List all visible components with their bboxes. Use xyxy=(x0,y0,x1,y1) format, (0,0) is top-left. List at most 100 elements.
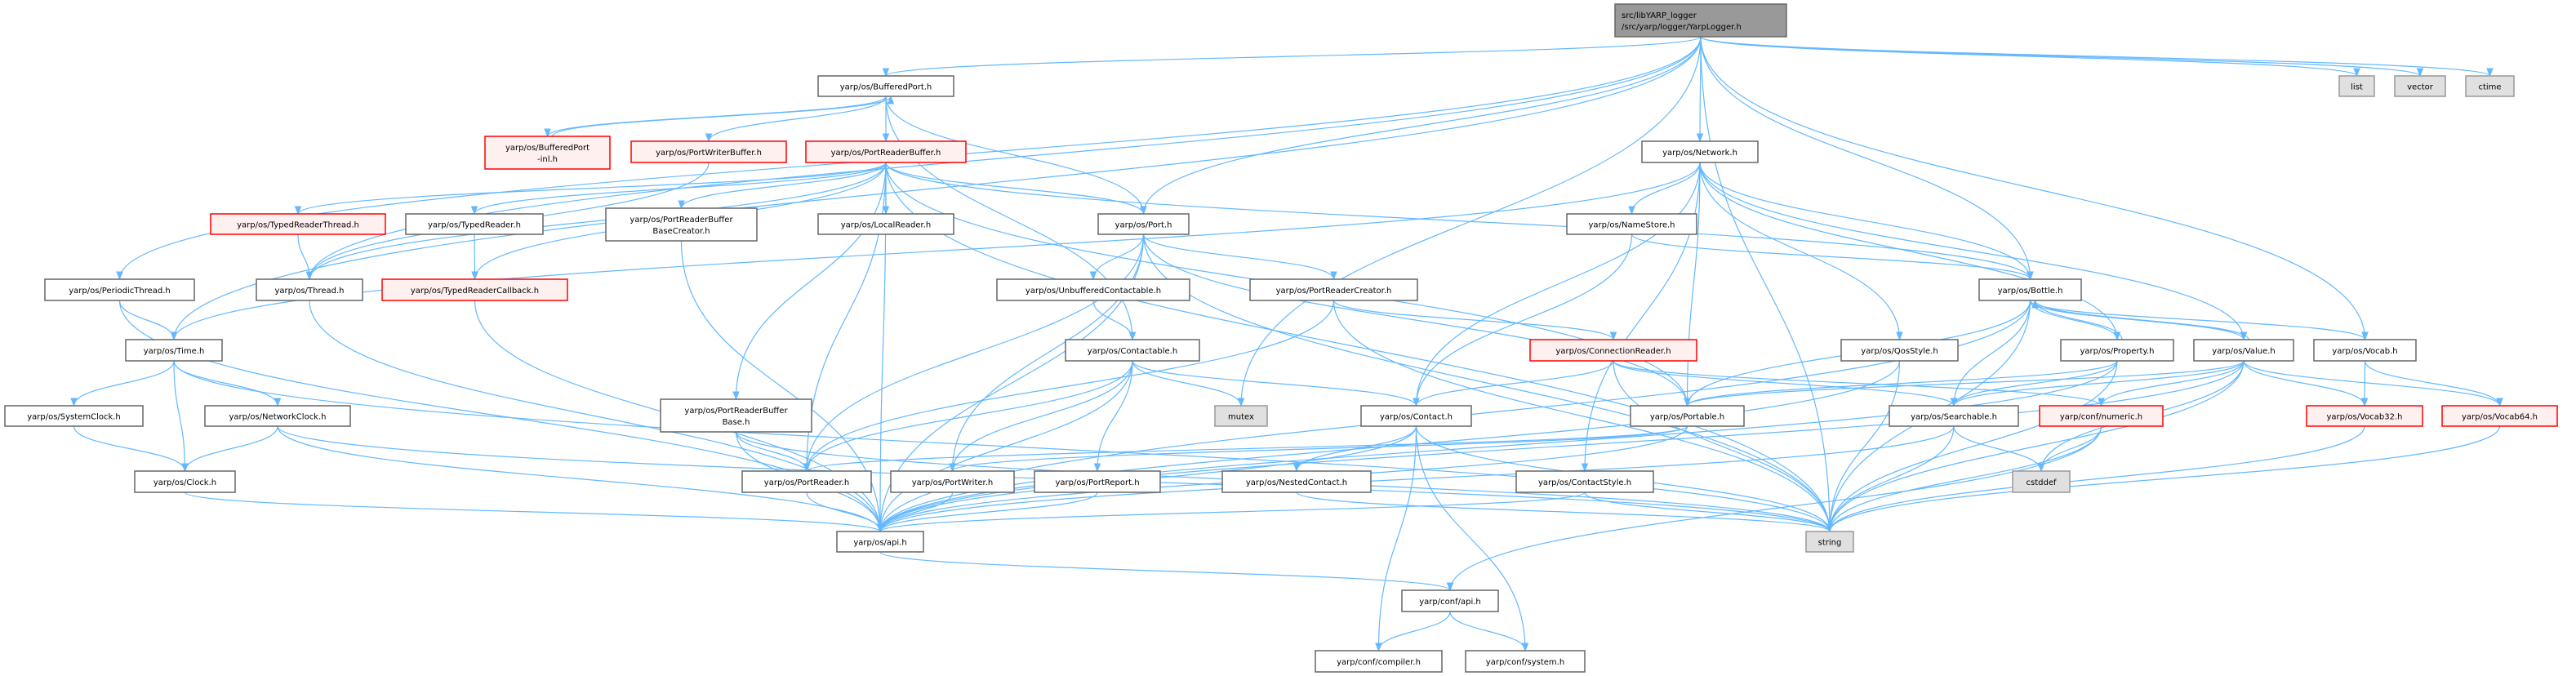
node-nestedcontact[interactable]: yarp/os/NestedContact.h xyxy=(1221,470,1372,493)
edge-namestore-to-bottle xyxy=(1631,233,2034,281)
node-portreaderbuffer[interactable]: yarp/os/PortReaderBuffer.h xyxy=(805,140,967,163)
node-label: list xyxy=(2351,83,2363,92)
node-property[interactable]: yarp/os/Property.h xyxy=(2060,339,2174,362)
node-vocab[interactable]: yarp/os/Vocab.h xyxy=(2313,339,2417,362)
edge-searchable-to-string xyxy=(1826,425,1955,533)
node-time[interactable]: yarp/os/Time.h xyxy=(125,339,223,362)
edge-portreaderbuffer-to-typedreader xyxy=(470,162,887,216)
node-networkclock[interactable]: yarp/os/NetworkClock.h xyxy=(204,405,351,427)
node-root[interactable]: src/libYARP_logger/src/yarp/logger/YarpL… xyxy=(1614,3,1787,38)
node-label: yarp/os/ContactStyle.h xyxy=(1538,478,1631,487)
node-box xyxy=(805,140,967,163)
node-box xyxy=(1360,405,1472,427)
edge-vocab64-to-string xyxy=(1826,425,2501,533)
node-box xyxy=(2394,75,2446,97)
node-connectionreader[interactable]: yarp/os/ConnectionReader.h xyxy=(1529,339,1697,362)
node-osapi[interactable]: yarp/os/api.h xyxy=(836,531,924,553)
node-bufferedport[interactable]: yarp/os/BufferedPort.h xyxy=(817,75,954,97)
node-vocab32[interactable]: yarp/os/Vocab32.h xyxy=(2306,405,2423,427)
node-box xyxy=(210,213,386,235)
node-bufferedportinl[interactable]: yarp/os/BufferedPort-inl.h xyxy=(484,136,611,170)
edge-portreaderbuffer-to-prbbase xyxy=(732,162,887,401)
node-label: yarp/os/UnbufferedContactable.h xyxy=(1026,287,1161,296)
node-mutex[interactable]: mutex xyxy=(1214,405,1268,427)
node-box xyxy=(2338,75,2375,97)
node-box xyxy=(381,278,568,301)
node-portable[interactable]: yarp/os/Portable.h xyxy=(1630,405,1745,427)
node-box xyxy=(2193,339,2294,362)
node-box xyxy=(1034,470,1161,493)
edge-port-to-portwriter xyxy=(949,233,1145,473)
node-confapi[interactable]: yarp/conf/api.h xyxy=(1401,589,1499,612)
edge-numeric-to-confapi xyxy=(1446,425,2102,592)
node-label: yarp/conf/numeric.h xyxy=(2060,413,2142,422)
node-namestore[interactable]: yarp/os/NameStore.h xyxy=(1566,213,1697,235)
node-localreader[interactable]: yarp/os/LocalReader.h xyxy=(817,213,954,235)
node-label: yarp/os/PortWriter.h xyxy=(912,478,994,487)
edge-value-to-osapi xyxy=(876,360,2245,533)
node-vocab64[interactable]: yarp/os/Vocab64.h xyxy=(2441,405,2558,427)
node-label: mutex xyxy=(1228,413,1254,422)
node-portwriterbuffer[interactable]: yarp/os/PortWriterBuffer.h xyxy=(630,140,787,163)
node-searchable[interactable]: yarp/os/Searchable.h xyxy=(1889,405,2019,427)
node-vector[interactable]: vector xyxy=(2394,75,2446,97)
node-box xyxy=(2306,405,2423,427)
node-system[interactable]: yarp/conf/system.h xyxy=(1465,650,1586,673)
edge-port-to-portreadercreator xyxy=(1142,233,1337,281)
node-label: yarp/os/Property.h xyxy=(2080,347,2155,356)
node-systemclock[interactable]: yarp/os/SystemClock.h xyxy=(4,405,144,427)
edge-searchable-to-cstddef xyxy=(1953,425,2045,473)
edge-network-to-namestore xyxy=(1628,162,1701,216)
node-label: yarp/os/PeriodicThread.h xyxy=(69,287,171,296)
node-portreader[interactable]: yarp/os/PortReader.h xyxy=(741,470,872,493)
node-string[interactable]: string xyxy=(1805,531,1854,553)
edge-nestedcontact-to-string xyxy=(1296,491,1834,533)
node-bottle[interactable]: yarp/os/Bottle.h xyxy=(1978,278,2082,301)
node-numeric[interactable]: yarp/conf/numeric.h xyxy=(2039,405,2164,427)
node-portwriter[interactable]: yarp/os/PortWriter.h xyxy=(890,470,1015,493)
node-periodicthread[interactable]: yarp/os/PeriodicThread.h xyxy=(44,278,195,301)
node-contactable[interactable]: yarp/os/Contactable.h xyxy=(1065,339,1200,362)
edge-port-to-portable xyxy=(1142,233,1691,407)
node-thread[interactable]: yarp/os/Thread.h xyxy=(256,278,363,301)
node-box xyxy=(630,140,787,163)
edge-network-to-time xyxy=(170,162,1701,341)
node-contact[interactable]: yarp/os/Contact.h xyxy=(1360,405,1472,427)
node-ctime[interactable]: ctime xyxy=(2465,75,2515,97)
node-box xyxy=(484,136,611,170)
node-label: yarp/os/NestedContact.h xyxy=(1246,478,1347,487)
node-unbufferedcontactable[interactable]: yarp/os/UnbufferedContactable.h xyxy=(996,278,1190,301)
node-label: yarp/os/PortReader.h xyxy=(764,478,849,487)
node-clock[interactable]: yarp/os/Clock.h xyxy=(134,470,236,493)
node-qosstyle[interactable]: yarp/os/QosStyle.h xyxy=(1840,339,1959,362)
node-label: yarp/os/PortWriterBuffer.h xyxy=(656,149,762,158)
node-compiler[interactable]: yarp/conf/compiler.h xyxy=(1315,650,1443,673)
node-typedreadercallback[interactable]: yarp/os/TypedReaderCallback.h xyxy=(381,278,568,301)
node-label: vector xyxy=(2407,83,2434,92)
node-value[interactable]: yarp/os/Value.h xyxy=(2193,339,2294,362)
node-list[interactable]: list xyxy=(2338,75,2375,97)
node-typedreaderthread[interactable]: yarp/os/TypedReaderThread.h xyxy=(210,213,386,235)
node-contactstyle[interactable]: yarp/os/ContactStyle.h xyxy=(1515,470,1654,493)
node-portreadercreator[interactable]: yarp/os/PortReaderCreator.h xyxy=(1249,278,1418,301)
edge-confapi-to-compiler xyxy=(1375,611,1451,652)
node-box xyxy=(1889,405,2019,427)
edge-portreport-to-osapi xyxy=(876,491,1098,533)
edge-value-to-bottle xyxy=(2031,299,2249,340)
node-network[interactable]: yarp/os/Network.h xyxy=(1641,140,1759,163)
node-typedreader[interactable]: yarp/os/TypedReader.h xyxy=(405,213,544,235)
node-box xyxy=(4,405,144,427)
node-box xyxy=(2012,470,2071,493)
edge-vocab32-to-string xyxy=(1826,425,2365,533)
node-label: yarp/conf/compiler.h xyxy=(1337,658,1421,667)
node-label: yarp/os/Vocab.h xyxy=(2332,347,2397,356)
edge-contactable-to-mutex xyxy=(1132,360,1245,407)
node-label: yarp/os/PortReaderCreator.h xyxy=(1276,287,1392,296)
node-label: yarp/os/Contactable.h xyxy=(1088,347,1177,356)
node-portreport[interactable]: yarp/os/PortReport.h xyxy=(1034,470,1161,493)
edge-contactable-to-portreader xyxy=(803,360,1133,473)
node-cstddef[interactable]: cstddef xyxy=(2012,470,2071,493)
node-port[interactable]: yarp/os/Port.h xyxy=(1097,213,1190,235)
